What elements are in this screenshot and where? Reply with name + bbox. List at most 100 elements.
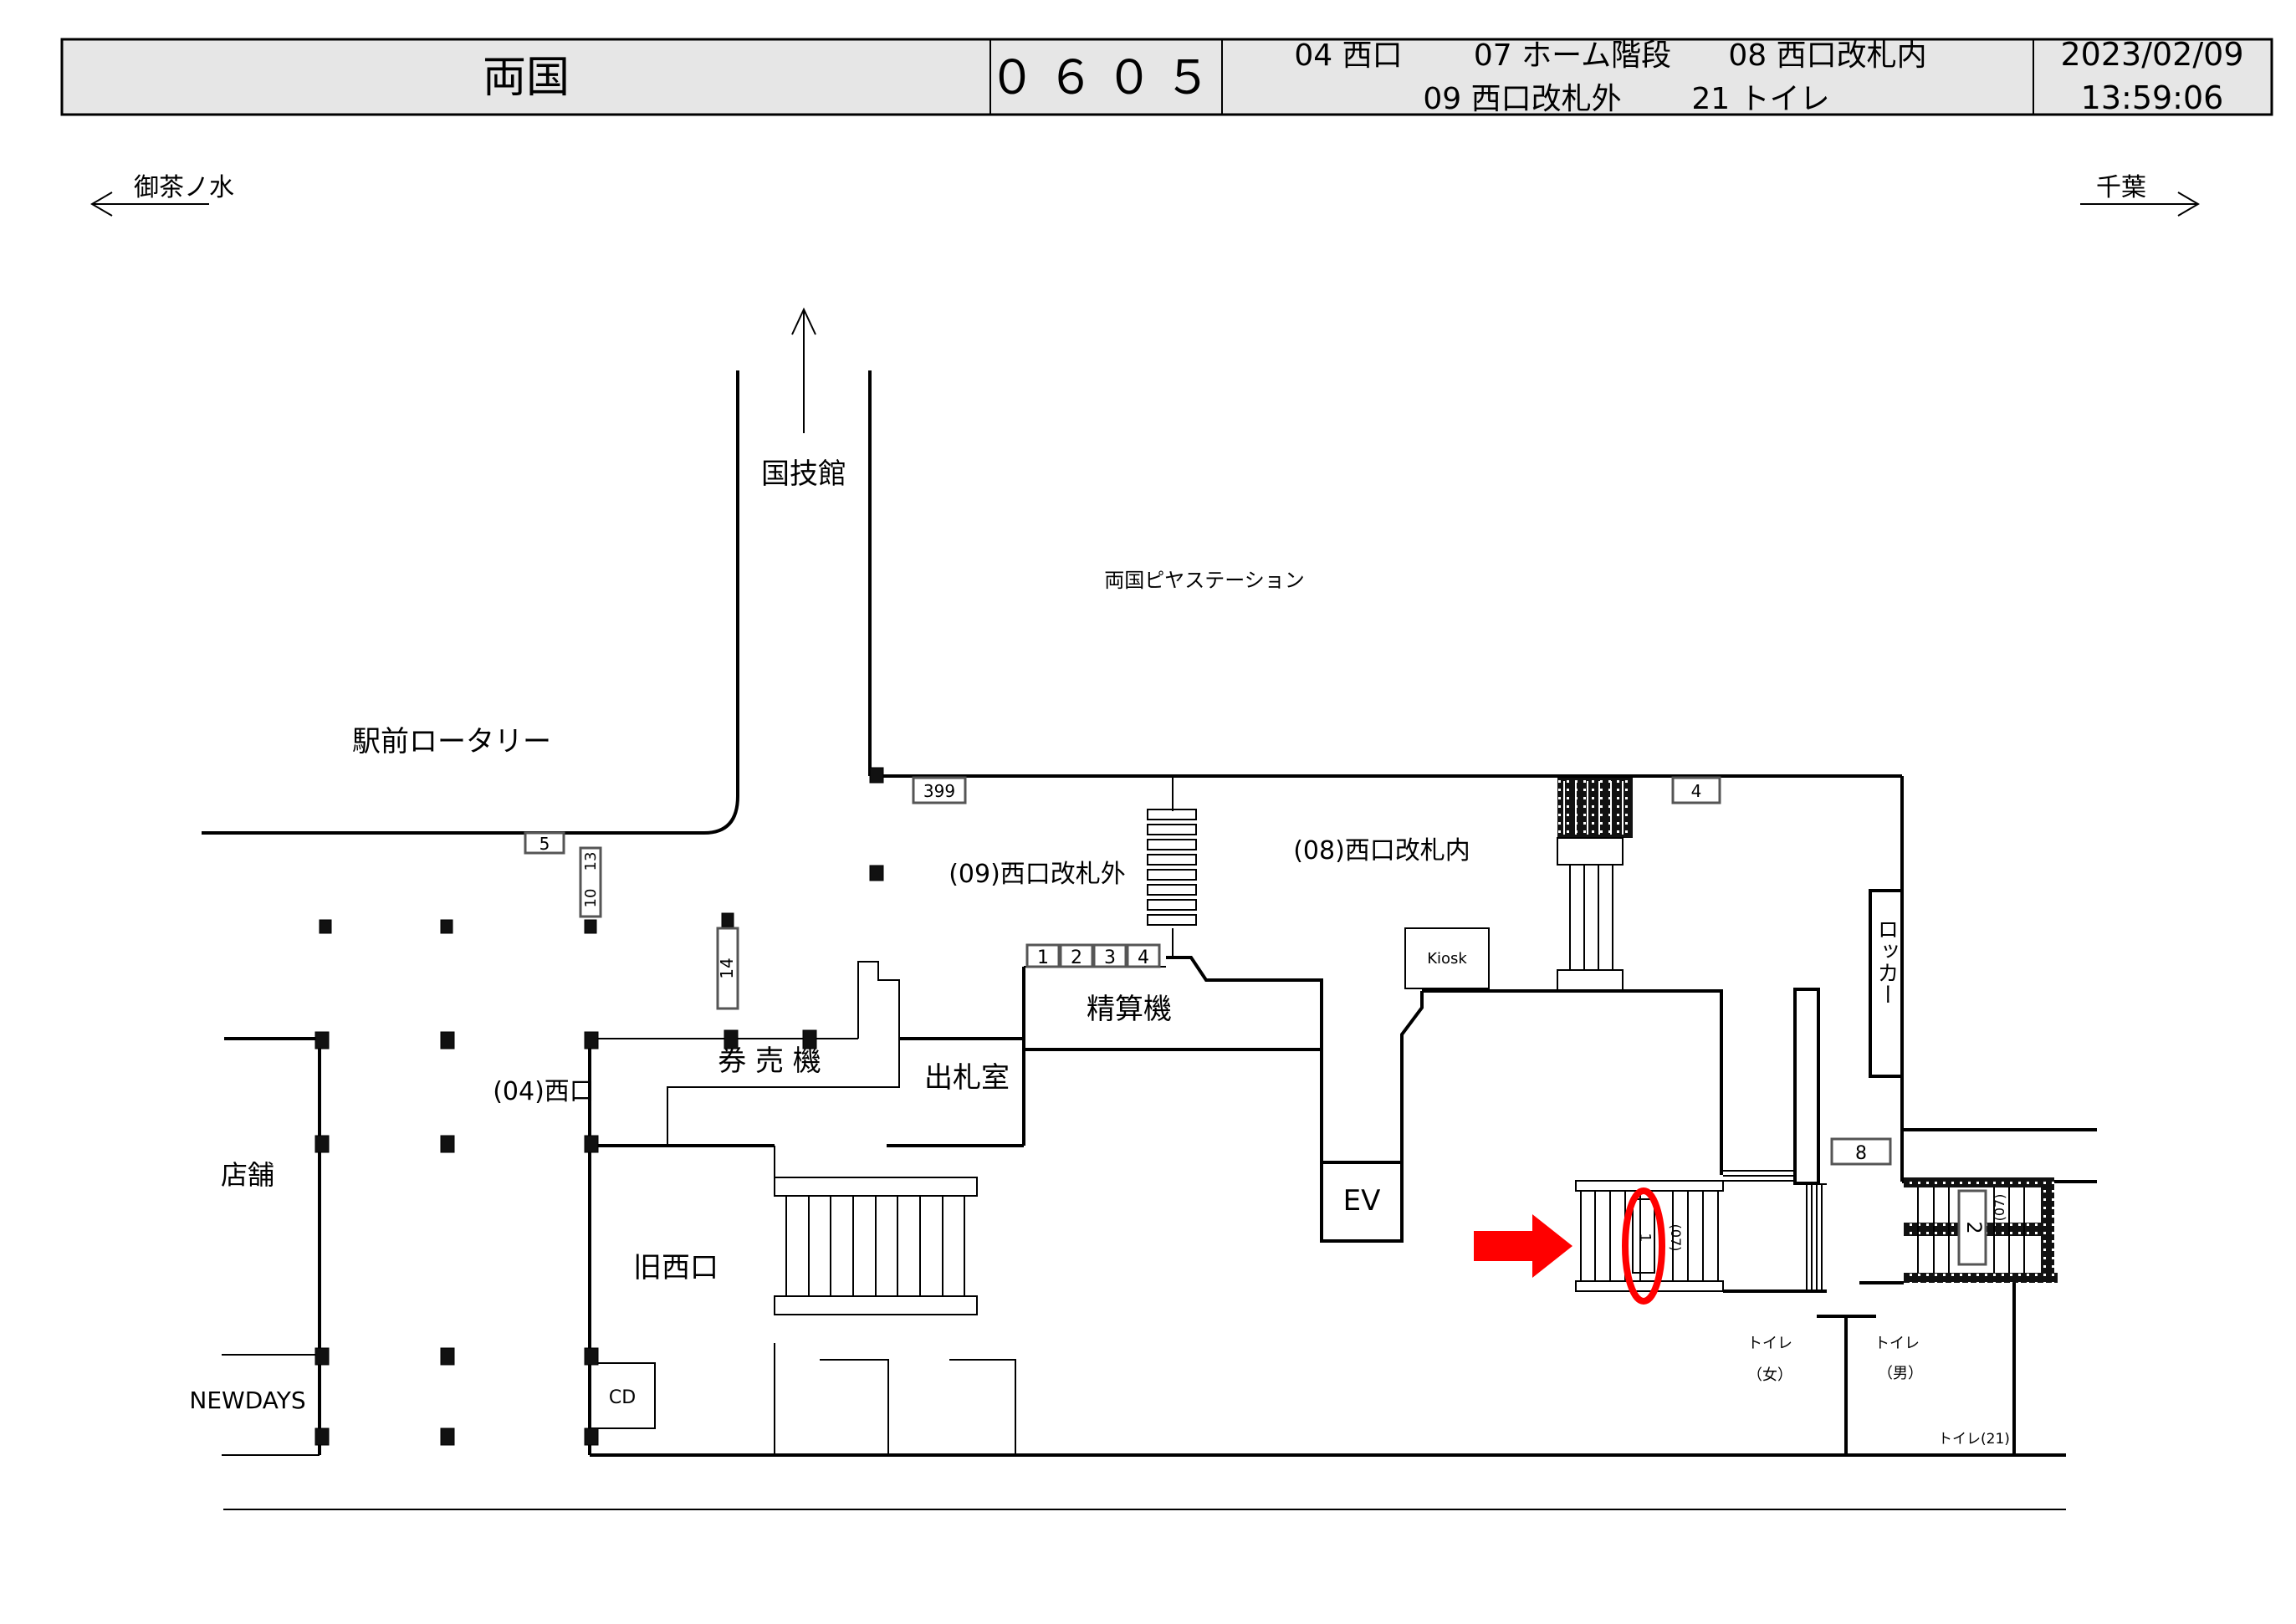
legend-08: 08 西口改札内 [1728, 38, 1926, 73]
pier-station-label: 両国ピヤステーション [1104, 569, 1305, 592]
rotary-edge [202, 795, 739, 835]
pillar-icon [440, 1031, 455, 1049]
fare-machine [1025, 943, 1061, 968]
upper-staircase [1557, 778, 1633, 992]
fare-machine [1092, 943, 1128, 968]
pillar-icon [314, 1135, 330, 1153]
ticket-office-label: 出札室 [924, 1061, 1010, 1095]
staircase-2-code: (07) [1992, 1194, 2007, 1222]
pillar-icon [584, 1427, 599, 1446]
pillar-icon [584, 919, 597, 934]
pillar-icon [721, 912, 734, 927]
shop-label: 店舗 [221, 1159, 274, 1191]
legend-07: 07 ホーム階段 [1474, 38, 1671, 73]
fare-adjust-wall [1022, 956, 1323, 1051]
pillar-icon [440, 1427, 455, 1446]
staircase-2-number: 2 [1962, 1221, 1986, 1233]
cd-machine [589, 1362, 656, 1429]
board-8-label: 8 [1855, 1143, 1867, 1164]
board-5 [524, 831, 565, 855]
ticket-gates [1147, 776, 1197, 958]
partition-wall [949, 1359, 1016, 1455]
cd-label: CD [609, 1387, 636, 1408]
fare-machine-number: 3 [1104, 947, 1116, 968]
pillar-icon [869, 865, 884, 881]
toilet-male-label: トイレ [1874, 1335, 1920, 1352]
board-399-label: 399 [923, 781, 955, 801]
pillar-icon [440, 1347, 455, 1366]
arrow-right-icon [2177, 192, 2200, 217]
board-13-label: 13 [582, 852, 600, 871]
highlight-annotation [1474, 1187, 1665, 1305]
legend-04: 04 西口 [1294, 38, 1402, 73]
direction-up-label: 国技館 [761, 457, 846, 491]
header-background [60, 38, 2273, 116]
pillar-icon [802, 1029, 817, 1049]
toilet-21-label: トイレ(21) [1938, 1431, 2010, 1448]
direction-up: 国技館 [761, 307, 846, 491]
pillar-icon [314, 1347, 330, 1366]
staircase-1-number: 1 [1636, 1233, 1654, 1242]
kiosk-label: Kiosk [1427, 950, 1467, 968]
station-name: 両国 [483, 53, 570, 103]
highlight-arrow-icon [1474, 1214, 1572, 1278]
pillar-icon [869, 767, 884, 784]
pillar-column [1793, 988, 1820, 1185]
pillar-icon [440, 919, 453, 934]
arrow-left-icon [90, 192, 113, 217]
fare-machine [1059, 943, 1094, 968]
legend-09: 09 西口改札外 [1423, 82, 1621, 116]
old-west-staircase [774, 1177, 978, 1315]
fare-machine-number: 4 [1138, 947, 1149, 968]
direction-left: 御茶ノ水 [90, 173, 234, 217]
board-14-label: 14 [717, 958, 737, 978]
pillar-icon [724, 1029, 739, 1049]
board-4-label: 4 [1691, 781, 1702, 801]
fare-adjust-label: 精算機 [1087, 993, 1172, 1026]
platform-block-wall [1422, 989, 1723, 1175]
fare-machine-number: 1 [1037, 947, 1049, 968]
board-8 [1830, 1137, 1892, 1166]
staircase-2-board [1957, 1189, 1987, 1266]
board-399 [912, 776, 967, 804]
legend-21: 21 トイレ [1691, 82, 1829, 116]
board-10-label: 10 [582, 889, 600, 908]
pillars [314, 767, 884, 1446]
old-west-exit-label: 旧西口 [633, 1251, 718, 1284]
pillar-icon [314, 1031, 330, 1049]
direction-right-label: 千葉 [2096, 173, 2146, 202]
board-4 [1671, 776, 1721, 804]
station-code: ０６０５ [989, 51, 1223, 105]
ticket-machine-wall [857, 961, 900, 1039]
fare-machines: 1 2 3 4 [1025, 943, 1161, 968]
highlight-circle [1622, 1187, 1665, 1305]
pillar-icon [314, 1427, 330, 1446]
fare-machine-number: 2 [1071, 947, 1082, 968]
staircase-1-code: (07) [1668, 1224, 1684, 1252]
header-bar: 両国 ０６０５ 04 西口 07 ホーム階段 08 西口改札内 09 西口改札外… [60, 36, 2273, 116]
board-5-label: 5 [539, 834, 550, 854]
pillar-icon [584, 1031, 599, 1049]
time: 13:59:06 [2081, 79, 2224, 116]
inside-gate-label: (08)西口改札内 [1293, 836, 1470, 866]
toilet-female-label: トイレ [1747, 1335, 1792, 1352]
kiosk [1404, 927, 1490, 989]
fare-machine [1126, 943, 1161, 968]
partition-wall [820, 1359, 889, 1455]
platform-staircase-2: 2 (07) [1904, 1177, 2058, 1283]
newdays-label: NEWDAYS [189, 1387, 305, 1414]
outside-gate-label: (09)西口改札外 [949, 860, 1126, 889]
rotary-label: 駅前ロータリー [352, 725, 551, 758]
pillar-icon [319, 919, 332, 934]
platform-staircase-1: 1 (07) [1575, 1170, 1827, 1293]
direction-right: 千葉 [2080, 173, 2200, 217]
staircase-1-board [1632, 1198, 1655, 1274]
date: 2023/02/09 [2060, 36, 2243, 73]
ticket-machines-label: 券 売 機 [718, 1044, 821, 1078]
direction-left-label: 御茶ノ水 [134, 173, 234, 202]
west-exit-label: (04)西口 [493, 1077, 595, 1106]
arrow-up-icon [791, 307, 816, 335]
toilet-male-sub: （男） [1878, 1365, 1923, 1382]
pillar-icon [440, 1135, 455, 1153]
